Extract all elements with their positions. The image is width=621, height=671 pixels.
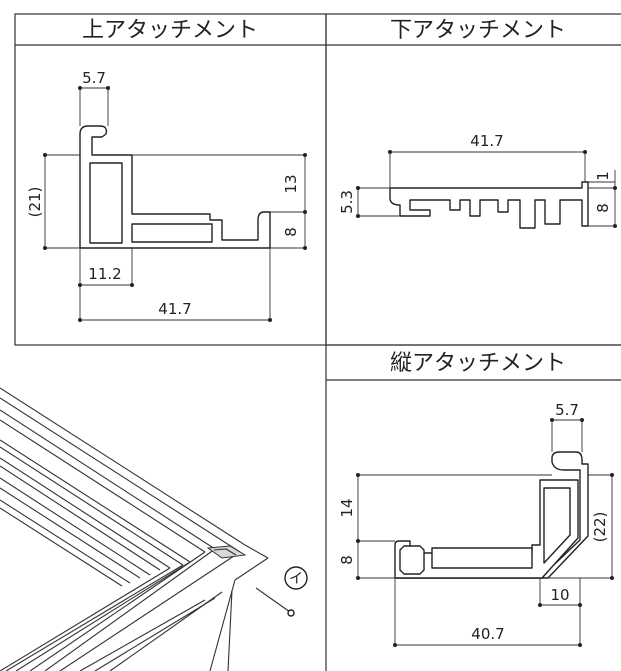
upper-height-label: (21) (26, 187, 44, 218)
callout-label: イ (289, 571, 303, 587)
upper-inner-width-label: 11.2 (88, 265, 121, 283)
callout-marker: イ (284, 566, 308, 590)
vertical-attachment-dimensions: 5.7 14 8 (22) 10 40.7 (338, 401, 614, 647)
vertical-height-label: (22) (591, 512, 609, 543)
vertical-left-upper-label: 14 (338, 498, 356, 517)
lower-width-label: 41.7 (470, 132, 503, 150)
upper-attachment-dimensions: 5.7 (21) 13 8 11.2 41.7 (26, 69, 307, 322)
upper-top-width-label: 5.7 (82, 69, 106, 87)
frame-perspective-view (0, 387, 295, 671)
vertical-left-lower-label: 8 (338, 555, 356, 565)
upper-right-lower-label: 8 (282, 227, 300, 237)
vertical-attachment-title: 縦アタッチメント (390, 351, 566, 376)
lower-left-height-label: 5.3 (338, 190, 356, 214)
upper-attachment-profile (79, 125, 271, 249)
vertical-top-width-label: 5.7 (555, 401, 579, 419)
lower-right-height-label: 8 (594, 203, 612, 213)
upper-attachment-title: 上アタッチメント (82, 18, 258, 43)
vertical-attachment-profile (394, 451, 589, 579)
lower-attachment-profile (389, 181, 589, 229)
lower-right-top-label: 1 (594, 171, 612, 181)
panel-frames (14, 13, 621, 671)
vertical-inner-width-label: 10 (550, 586, 569, 604)
lower-attachment-title: 下アタッチメント (390, 18, 566, 43)
lower-attachment-dimensions: 41.7 5.3 1 8 (338, 132, 617, 228)
upper-total-width-label: 41.7 (158, 300, 191, 318)
vertical-total-width-label: 40.7 (471, 625, 504, 643)
upper-right-upper-label: 13 (282, 174, 300, 193)
